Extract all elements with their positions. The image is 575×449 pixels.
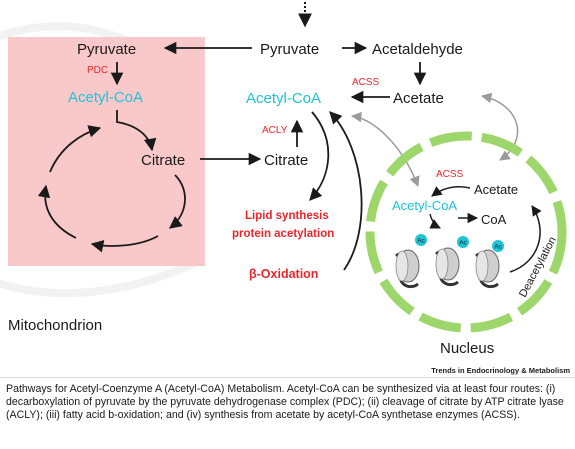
deacetylation-arrow xyxy=(509,205,542,273)
beta-oxidation: β-Oxidation xyxy=(249,267,318,281)
cyto-acly-label: ACLY xyxy=(262,125,288,136)
mito-acetyl-coa: Acetyl-CoA xyxy=(68,89,143,106)
svg-text:Ac: Ac xyxy=(494,244,502,251)
nucleus-acetylcoa-exchange-arrow xyxy=(350,111,420,187)
mito-citrate: Citrate xyxy=(141,152,185,169)
cyto-acetyl-coa: Acetyl-CoA xyxy=(246,90,321,107)
nucleosome-1 xyxy=(395,249,420,289)
cyto-acetate: Acetate xyxy=(393,90,444,107)
cyto-acss-label: ACSS xyxy=(352,77,380,88)
cyto-citrate: Citrate xyxy=(264,152,308,169)
nucleus-acetate: Acetate xyxy=(474,182,518,197)
lipid-synthesis-line2: protein acetylation xyxy=(232,228,334,240)
nucleus-acss-label: ACSS xyxy=(436,169,464,180)
ac-badge-1: Ac xyxy=(415,234,427,246)
tca-cycle xyxy=(37,110,186,253)
nucleus-envelope xyxy=(365,131,567,333)
nucleosome-3 xyxy=(475,249,500,289)
mito-pyruvate: Pyruvate xyxy=(77,41,136,58)
acetylcoa-to-lipid-arrow xyxy=(309,111,330,201)
mito-pdc-label: PDC xyxy=(87,65,108,76)
cyto-acetaldehyde: Acetaldehyde xyxy=(372,41,463,58)
ac-badge-3: Ac xyxy=(492,240,504,252)
caption-divider xyxy=(0,377,575,378)
mitochondrion-label: Mitochondrion xyxy=(8,317,102,334)
beta-oxidation-arrow xyxy=(329,111,363,271)
nucleus-acss-arrow xyxy=(431,185,471,197)
svg-text:Ac: Ac xyxy=(459,240,467,247)
nucleus-acetylcoa-down-arrow xyxy=(429,213,441,229)
nucleosome-2 xyxy=(435,247,460,287)
cyto-pyruvate: Pyruvate xyxy=(260,41,319,58)
nucleus-coa: CoA xyxy=(481,212,507,227)
svg-text:Ac: Ac xyxy=(417,238,425,245)
pathway-diagram: Pyruvate PDC Acetyl-CoA Citrate Pyruvate… xyxy=(0,2,570,375)
ac-badge-2: Ac xyxy=(457,236,469,248)
nucleus-label: Nucleus xyxy=(440,340,494,357)
journal-credit: Trends in Endocrinology & Metabolism xyxy=(431,366,570,375)
nucleus-acetyl-coa: Acetyl-CoA xyxy=(392,198,457,213)
nucleus-acetate-exchange-arrow xyxy=(480,92,519,161)
lipid-synthesis-line1: Lipid synthesis xyxy=(245,210,329,222)
figure-caption: Pathways for Acetyl-Coenzyme A (Acetyl-C… xyxy=(6,383,564,422)
